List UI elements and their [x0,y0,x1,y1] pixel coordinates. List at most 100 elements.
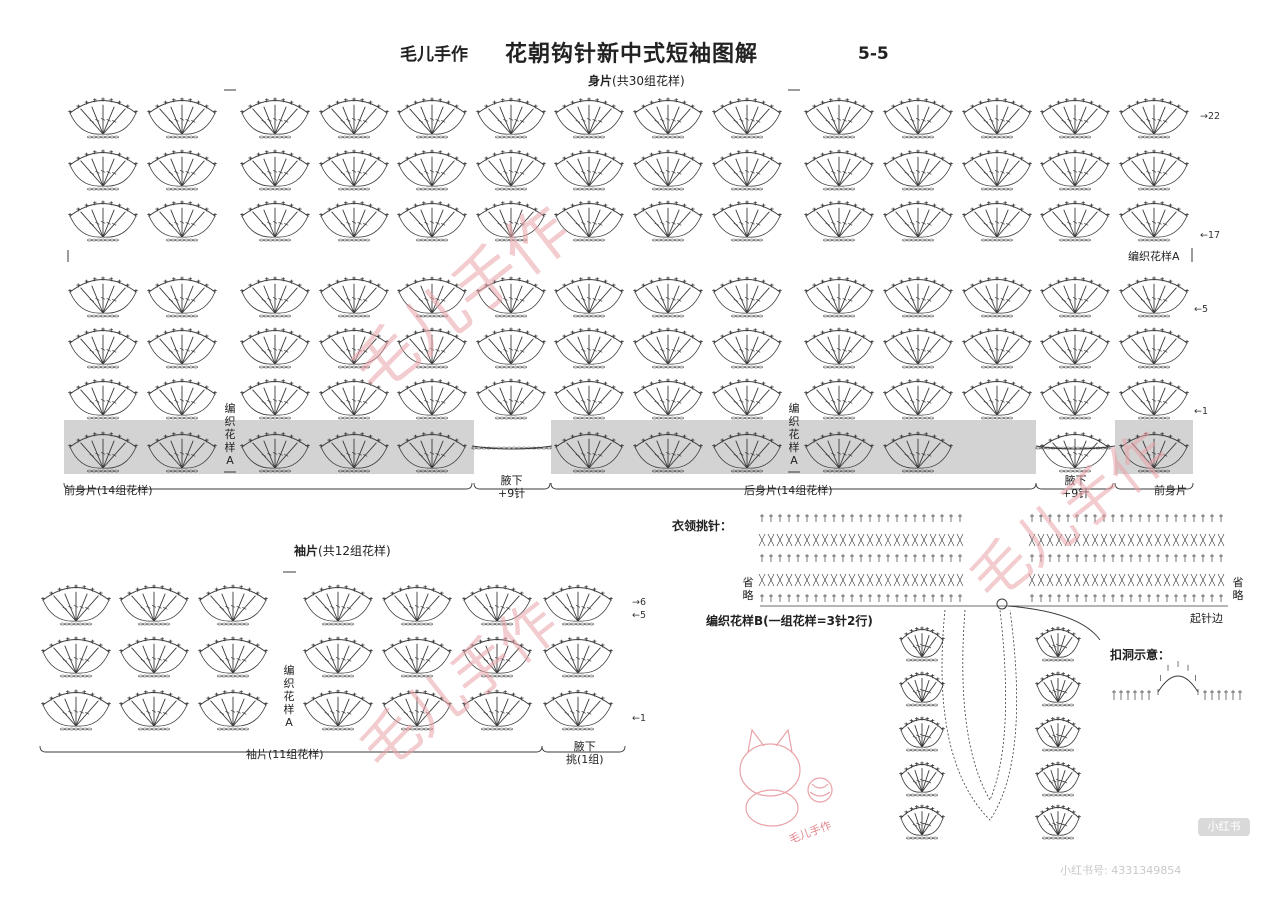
body-motif [633,276,703,318]
body-motif [397,276,467,318]
sleeve-motif [543,584,613,626]
body-motif [319,149,389,191]
body-motif [712,200,782,242]
body-motif [1040,200,1110,242]
body-motif [962,276,1032,318]
start-edge-label: 起针边 [1190,612,1223,625]
sleeve-title-note: (共12组花样) [318,544,391,558]
body-motif [554,276,624,318]
body-motif [319,276,389,318]
body-motif [554,149,624,191]
body-motif [147,327,217,369]
sleeve-motif [462,584,532,626]
row-marker-22: →22 [1200,111,1221,122]
body-motif [147,97,217,139]
author-name: 毛儿手作 [400,45,468,65]
buttonhole-pointer [1007,605,1101,641]
body-motif [68,149,138,191]
body-motif [883,149,953,191]
body-section-title: 身片(共30组花样) [588,72,685,89]
placket-motif-left [899,804,945,840]
body-motif [633,327,703,369]
body-motif [712,149,782,191]
placket-motif-left [899,716,945,752]
sleeve-motif [303,636,373,678]
body-motif [68,431,138,473]
body-motif [804,378,874,420]
omit-right-label: 省略 [1232,576,1244,602]
body-motif [240,327,310,369]
body-motif [319,327,389,369]
placket-motif-right [1035,761,1081,797]
body-motif [1119,200,1189,242]
sleeve-row-marker-6: →6 [632,597,647,608]
body-motif [319,200,389,242]
body-motif [554,97,624,139]
body-motif [1040,378,1110,420]
body-motif [883,276,953,318]
body-motif [1040,149,1110,191]
body-motif [319,431,389,473]
body-motif [1040,97,1110,139]
body-motif [147,149,217,191]
body-motif [1119,149,1189,191]
sleeve-motif [462,636,532,678]
sleeve-motif [119,636,189,678]
body-motif [397,200,467,242]
body-motif [633,431,703,473]
bracket-underarm-2 [1035,482,1114,490]
placket-motif-left [899,626,945,662]
body-motif [1119,97,1189,139]
bracket-sleeve-underarm [541,745,626,753]
body-motif [1119,378,1189,420]
body-motif [147,378,217,420]
sleeve-motif [382,689,452,731]
bracket-underarm-1 [473,482,551,490]
body-motif [319,378,389,420]
body-motif [240,378,310,420]
collar-placket [941,609,1018,821]
body-motif [633,200,703,242]
body-motif [397,149,467,191]
bracket-front-left [63,482,473,490]
sleeve-motif [382,584,452,626]
omit-left-label: 省略 [742,576,754,602]
xiaohongshu-badge: 小红书 [1198,818,1250,836]
body-motif [712,327,782,369]
body-motif [476,149,546,191]
body-motif [633,97,703,139]
body-motif [883,327,953,369]
body-motif [476,276,546,318]
body-motif [147,431,217,473]
body-motif [1040,276,1110,318]
sleeve-motif [119,584,189,626]
xiaohongshu-id: 小红书号: 4331349854 [1060,864,1182,877]
pattern-a-label-mid-1: 编织花样A [224,402,236,467]
body-motif [1040,327,1110,369]
sleeve-count-label: 袖片(11组花样) [246,748,324,761]
sleeve-pattern-label: 编织花样A [283,664,295,729]
body-motif [240,97,310,139]
pattern-b-label: 编织花样B(一组花样=3针2行) [706,614,873,628]
page-title: 花朝钩针新中式短袖图解 [505,42,759,67]
body-motif [712,431,782,473]
body-motif [240,276,310,318]
highlight-band-1 [64,420,474,474]
sleeve-motif [303,689,373,731]
placket-motif-right [1035,626,1081,662]
page-number: 5-5 [858,44,889,64]
body-motif [476,378,546,420]
sleeve-underarm-label: 腋下挑(1组) [566,740,604,766]
body-motif [397,327,467,369]
collar-title: 衣领挑针： [672,519,733,533]
body-motif [240,200,310,242]
body-motif [554,327,624,369]
body-motif [962,200,1032,242]
sleeve-motif [543,689,613,731]
sleeve-motif [543,636,613,678]
bracket-front-right [1114,482,1194,490]
button-hole-marker [996,598,1008,610]
body-motif [319,97,389,139]
body-motif [804,431,874,473]
body-motif [397,431,467,473]
